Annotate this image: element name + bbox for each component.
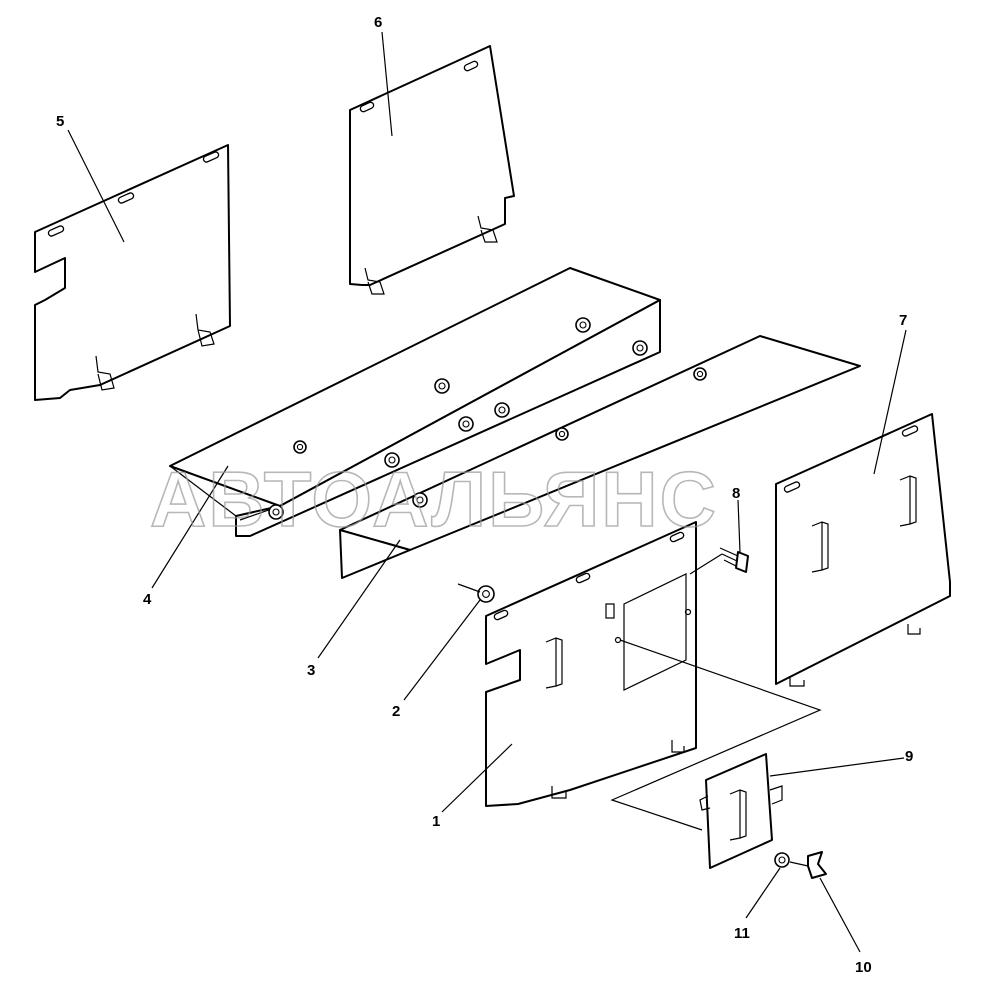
part-3-bracket [339,335,861,579]
watermark-text: АВТОАЛЬЯНС [150,455,718,543]
bracket-nuts [268,317,707,520]
callout-2: 2 [392,703,400,720]
assembly-lines [457,553,822,831]
part-6-plate [349,45,515,295]
callout-8: 8 [732,485,740,502]
callout-5: 5 [56,113,64,130]
callout-3: 3 [307,662,315,679]
callout-4: 4 [143,591,152,608]
callout-11: 11 [734,925,750,942]
callout-1: 1 [432,813,440,830]
part-2-nut [477,585,495,603]
part-8-bolt [719,547,749,573]
part-9-cover [699,753,783,869]
part-4-bracket [169,267,661,537]
callout-9: 9 [905,748,913,765]
part-10-wing-screw [789,851,827,879]
callout-labels: 6 5 7 8 4 3 2 9 1 11 10 [56,14,913,976]
part-11-washer [774,852,790,868]
callout-10: 10 [855,959,872,976]
part-7-plate [775,413,951,687]
part-5-plate [34,144,231,401]
callout-6: 6 [374,14,382,31]
leader-lines [67,31,907,953]
callout-7: 7 [899,312,907,329]
part-1-plate [485,521,697,807]
